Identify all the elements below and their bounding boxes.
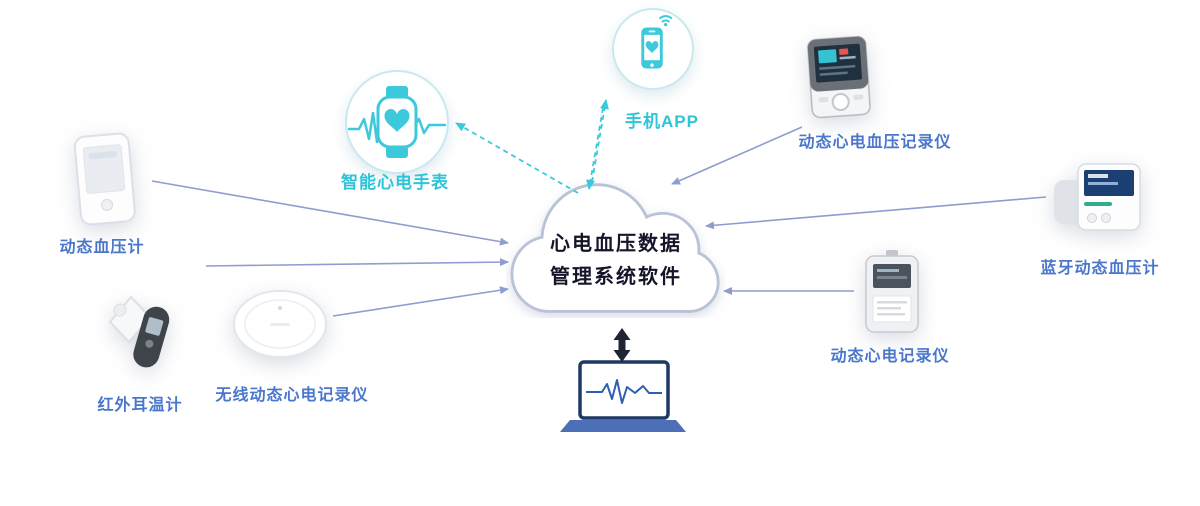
cloud-title: 心电血压数据 管理系统软件: [506, 228, 726, 294]
heart-icon: [384, 109, 410, 132]
ecg-patch-label: 无线动态心电记录仪: [215, 387, 369, 404]
ecg-patch-device-image: [230, 286, 330, 367]
ecg-line: [586, 379, 662, 404]
watch-label: 智能心电手表: [341, 173, 449, 192]
cloud-title-line1: 心电血压数据: [550, 233, 682, 255]
bp-meter-device-image: [58, 131, 152, 236]
ecg-bp-recorder-device-image: [798, 35, 882, 125]
cloud-title-line2: 管理系统软件: [550, 266, 682, 288]
phone-label: 手机APP: [625, 112, 699, 131]
arrow-ecg-patch-to-cloud: [332, 286, 509, 317]
heart-icon: [645, 41, 659, 53]
ear-thermometer-label: 红外耳温计: [97, 397, 183, 414]
arrow-cloud-laptop-sync: [613, 328, 631, 362]
bp-monitor-label: 蓝牙动态血压计: [1040, 260, 1160, 277]
holter-device-image: [860, 250, 924, 341]
arrow-ear-thermometer-to-cloud: [205, 258, 509, 267]
bp-monitor-device-image: [1050, 158, 1145, 243]
smartphone-icon: [612, 8, 694, 90]
bp-meter-label: 动态血压计: [59, 239, 145, 256]
holter-label: 动态心电记录仪: [830, 348, 950, 365]
cloud-shape: 心电血压数据 管理系统软件: [506, 180, 726, 318]
arrow-ecg-bp-recorder-to-cloud: [671, 126, 803, 185]
ear-thermometer-device-image: [98, 290, 188, 381]
laptop-icon: [558, 360, 688, 440]
arrow-bp-monitor-to-cloud: [705, 196, 1047, 230]
smartwatch-icon: [345, 70, 449, 174]
ecg-bp-recorder-label: 动态心电血压记录仪: [798, 134, 952, 151]
wifi-icon: [659, 15, 673, 27]
